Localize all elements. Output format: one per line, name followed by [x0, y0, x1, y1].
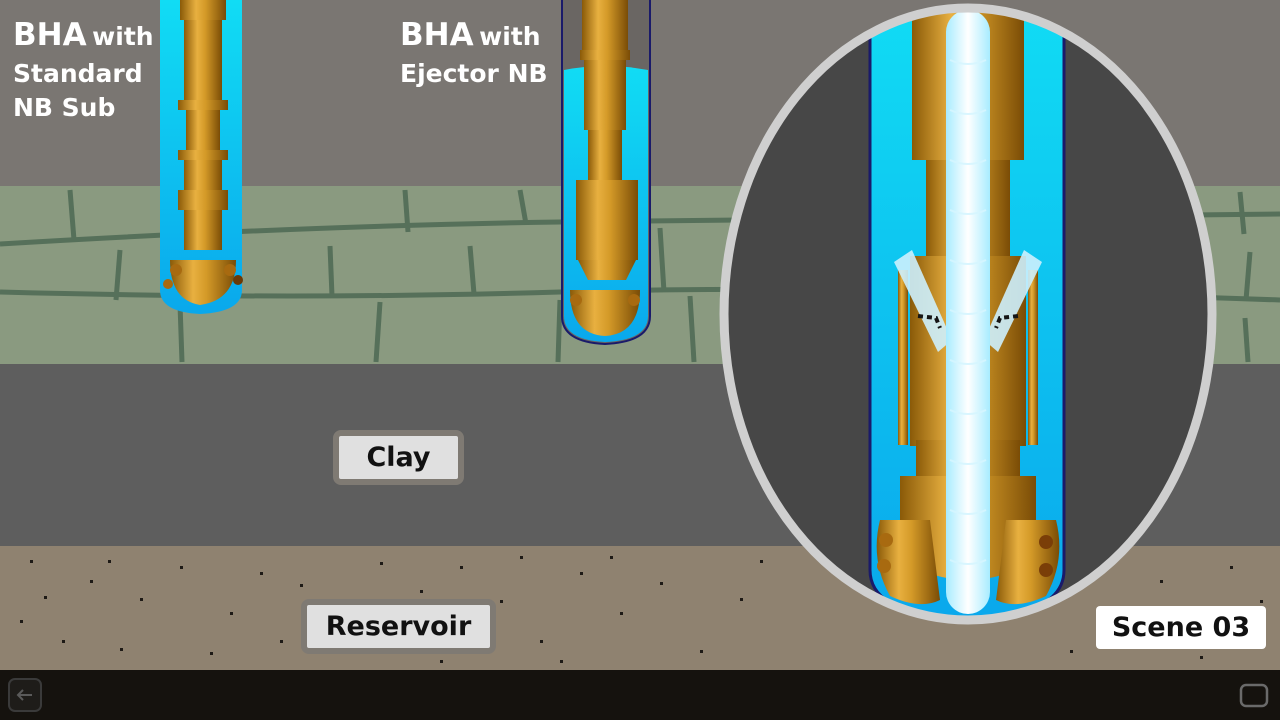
reservoir-grain — [20, 556, 1263, 663]
borehole-standard — [160, 0, 243, 314]
scene-badge: Scene 03 — [1096, 606, 1266, 649]
zoom-detail — [719, 3, 1217, 625]
back-arrow-icon — [16, 689, 32, 701]
back-button[interactable] — [8, 678, 42, 712]
window-icon — [1239, 683, 1269, 708]
drill-bit — [570, 290, 640, 336]
drill-bit — [170, 260, 236, 305]
window-button[interactable] — [1238, 680, 1270, 710]
borehole-ejector — [561, 0, 651, 346]
clay-label: Clay — [333, 430, 464, 485]
zoom-frame — [719, 3, 1217, 625]
label-standard-nb-sub: BHA with Standard NB Sub — [13, 17, 154, 122]
bottom-toolbar — [0, 670, 1280, 720]
label-ejector-nb: BHA with Ejector NB — [400, 17, 548, 88]
reservoir-label: Reservoir — [301, 599, 496, 654]
